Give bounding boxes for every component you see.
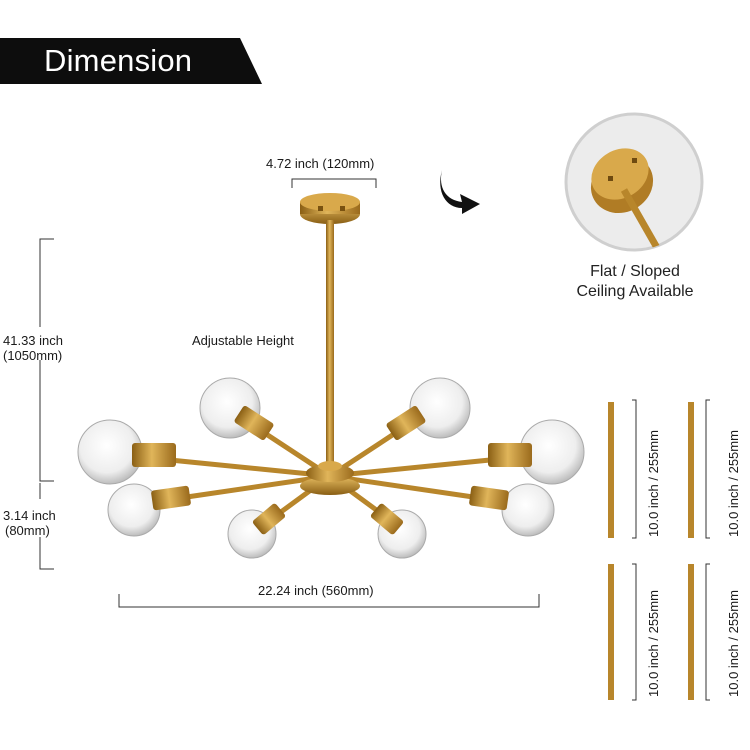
rod-4 [688,564,694,700]
inset-caption-line2: Ceiling Available [576,283,694,300]
rod-3 [608,564,614,700]
total-height-label-mm: (1050mm) [3,348,63,363]
bulb-lower-right [469,483,555,537]
extension-rods [608,399,710,701]
canopy-width-bracket [291,178,377,188]
rod-4-label: 10.0 inch / 255mm [726,590,741,697]
adjustable-height-label: Adjustable Height [192,333,294,348]
canopy [300,193,360,224]
rod-2-bracket [705,399,710,539]
rod-1-label: 10.0 inch / 255mm [646,430,661,537]
bulb-mid-right [488,419,585,485]
banner-title: Dimension [44,43,193,78]
rod-3-bracket [632,563,637,701]
rod-1 [608,402,614,538]
rod-4-bracket [705,563,710,701]
bulb-upper-left [199,377,274,441]
sloped-ceiling-inset [564,112,704,252]
body-height-label-in: 3.14 inch [3,508,56,523]
span-width-bracket [118,594,540,608]
rod-2 [688,402,694,538]
rod-3-label: 10.0 inch / 255mm [646,590,661,697]
bulb-lower-left [107,483,191,537]
canopy-width-label: 4.72 inch (120mm) [266,156,375,171]
banner-shape [0,38,262,84]
curved-arrow-icon [440,170,480,214]
down-rod [326,220,334,466]
height-brackets [39,238,54,570]
bulb-bottom-right [370,503,427,559]
bulb-bottom-left [227,503,286,559]
body-height-label-mm: (80mm) [5,523,50,538]
chandelier-illustration [77,193,585,559]
rod-2-label: 10.0 inch / 255mm [726,430,741,537]
bulb-upper-right [386,377,471,441]
inset-caption-line1: Flat / Sloped [590,263,680,280]
total-height-label-in: 41.33 inch [3,333,63,348]
span-width-label: 22.24 inch (560mm) [258,583,374,598]
rod-1-bracket [632,399,637,539]
dimension-banner: Dimension [0,38,262,84]
bulb-mid-left [77,419,176,485]
